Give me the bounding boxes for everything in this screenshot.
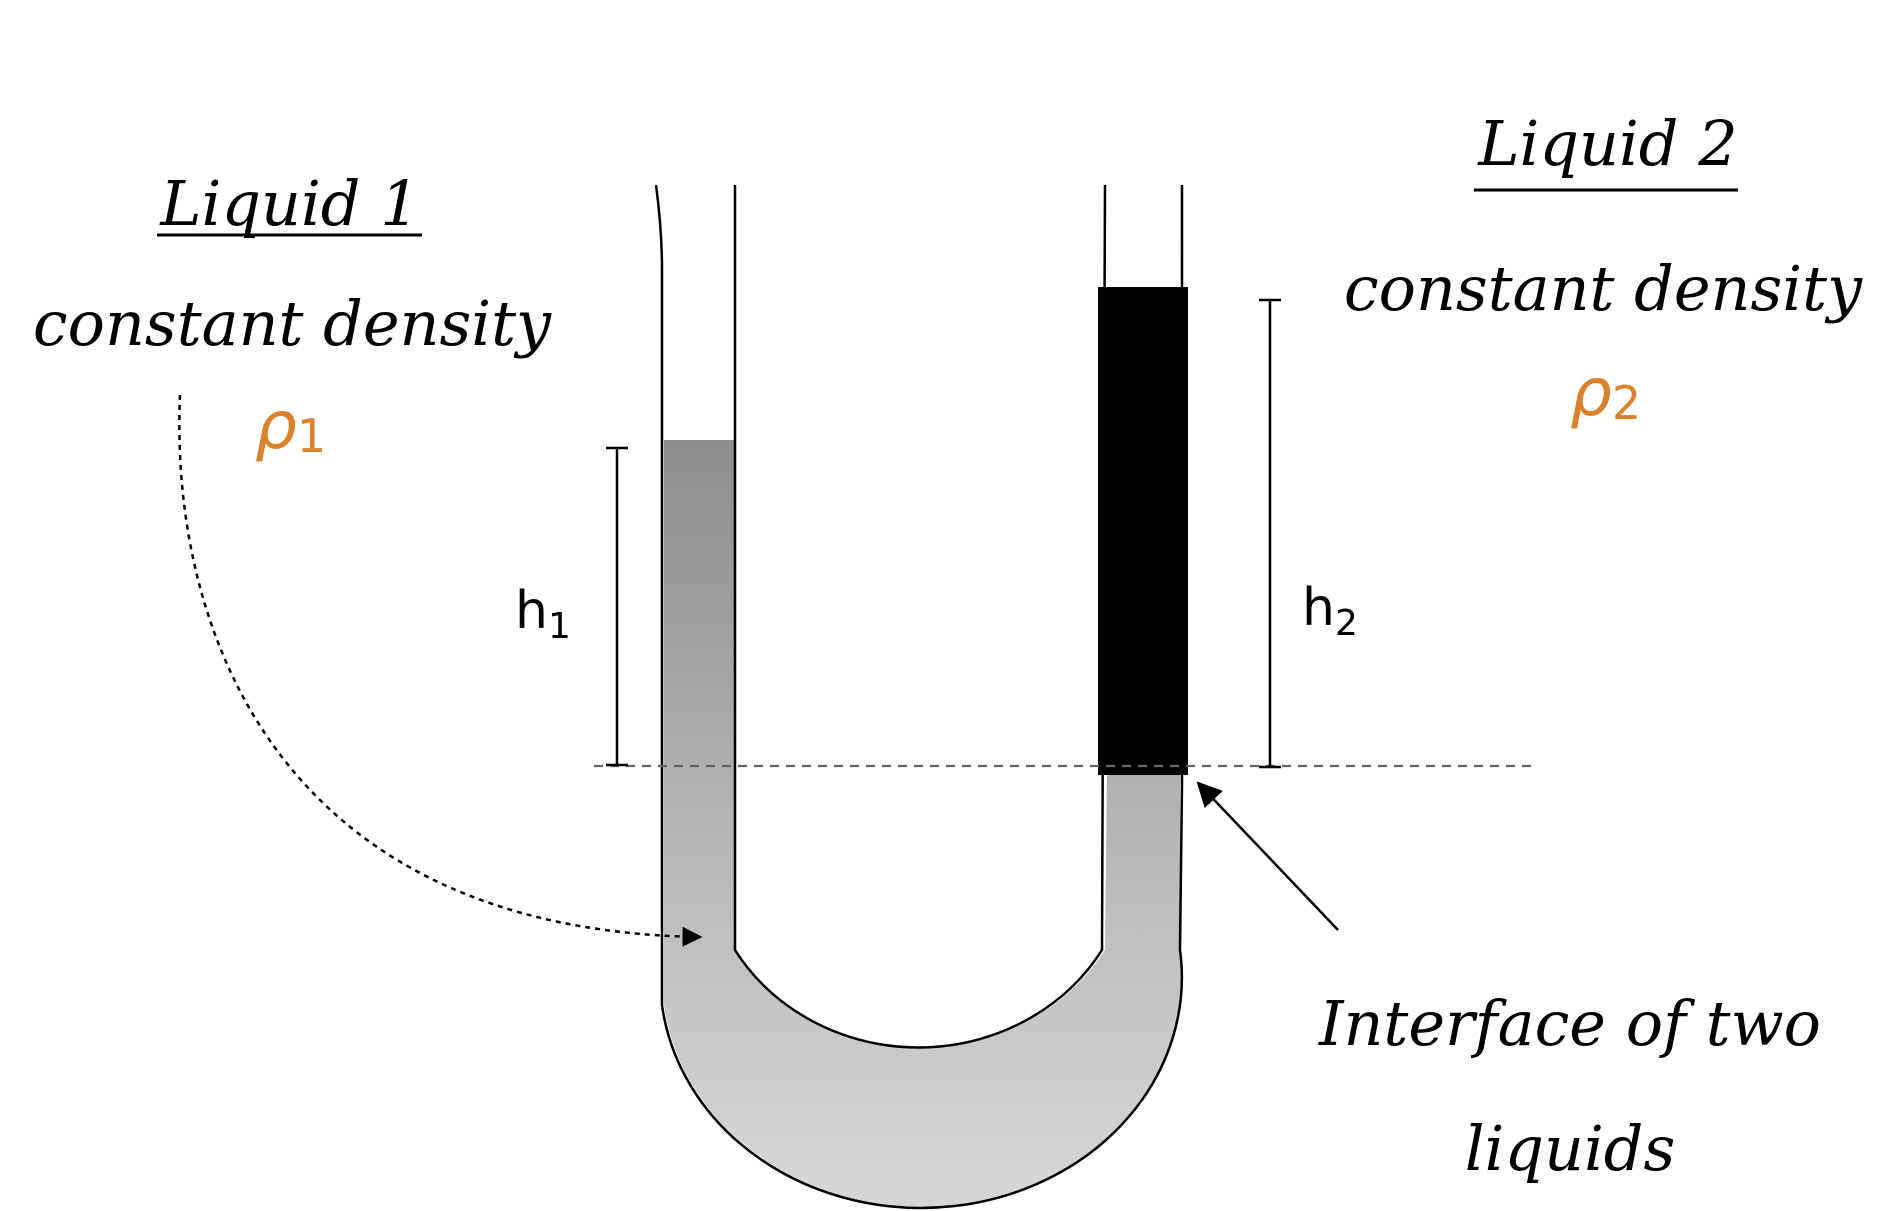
h1-dimension-bracket [606,446,628,767]
interface-pointer-arrow [1196,781,1339,931]
liquid1-fill [664,440,1182,1207]
liquid2-description: constant density [1344,252,1863,325]
liquid1-density-symbol: ρ1 [255,387,326,464]
interface-label-line1: Interface of two [1318,987,1821,1060]
h1-label: h1 [515,581,571,647]
h2-dimension-bracket [1259,298,1281,769]
h2-label: h2 [1302,578,1358,644]
liquid2-column [1098,287,1188,775]
u-tube-outline [654,184,1184,1210]
liquid2-title: Liquid 2 [1477,107,1737,180]
interface-label-line2: liquids [1465,1112,1676,1185]
liquid1-pointer-arrow [178,394,703,947]
liquid1-description: constant density [33,287,552,360]
liquid2-density-symbol: ρ2 [1570,354,1641,431]
liquid1-title: Liquid 1 [159,167,419,240]
